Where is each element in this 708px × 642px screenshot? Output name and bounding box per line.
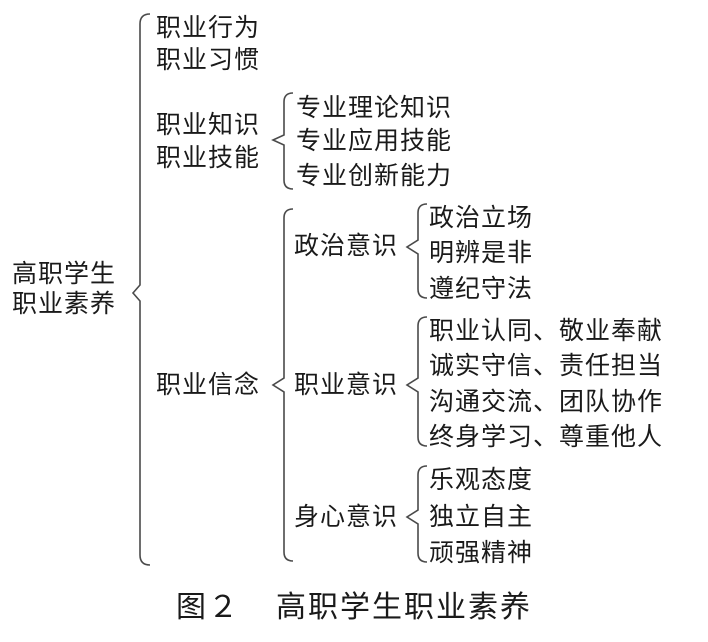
node-mental: 身心意识 bbox=[294, 502, 399, 531]
root-label-line-2: 职业素养 bbox=[12, 289, 117, 318]
leaf-optimism: 乐观态度 bbox=[429, 465, 534, 494]
node-habit: 职业习惯 bbox=[156, 45, 261, 74]
root-bracket bbox=[131, 13, 151, 566]
leaf-independence: 独立自主 bbox=[429, 502, 534, 531]
node-knowledge: 职业知识 bbox=[156, 110, 261, 139]
leaf-identity-dedication: 职业认同、敬业奉献 bbox=[429, 316, 664, 345]
leaf-theory-knowledge: 专业理论知识 bbox=[296, 93, 453, 122]
knowledge-bracket bbox=[271, 92, 294, 190]
leaf-innovation-ability: 专业创新能力 bbox=[296, 161, 453, 190]
node-skill: 职业技能 bbox=[156, 143, 261, 172]
leaf-communication-teamwork: 沟通交流、团队协作 bbox=[429, 387, 664, 416]
node-political: 政治意识 bbox=[294, 231, 399, 260]
figure-number: 图２ bbox=[176, 590, 240, 625]
leaf-tenacity: 顽强精神 bbox=[429, 538, 534, 567]
political-bracket bbox=[405, 203, 428, 299]
leaf-applied-skill: 专业应用技能 bbox=[296, 126, 453, 155]
leaf-honesty-responsibility: 诚实守信、责任担当 bbox=[429, 351, 664, 380]
belief-bracket bbox=[271, 208, 294, 562]
root-label-line-1: 高职学生 bbox=[12, 259, 117, 288]
figure-title: 高职学生职业素养 bbox=[276, 590, 532, 625]
leaf-law-abiding: 遵纪守法 bbox=[429, 274, 534, 303]
node-behavior: 职业行为 bbox=[156, 13, 261, 42]
leaf-discernment: 明辨是非 bbox=[429, 238, 534, 267]
leaf-lifelong-learning: 终身学习、尊重他人 bbox=[429, 422, 664, 451]
node-professional: 职业意识 bbox=[294, 370, 399, 399]
leaf-political-stance: 政治立场 bbox=[429, 203, 534, 232]
figure-caption: 图２ 高职学生职业素养 bbox=[0, 588, 708, 628]
node-belief: 职业信念 bbox=[156, 370, 261, 399]
mental-bracket bbox=[405, 465, 428, 563]
professional-bracket bbox=[405, 316, 428, 447]
